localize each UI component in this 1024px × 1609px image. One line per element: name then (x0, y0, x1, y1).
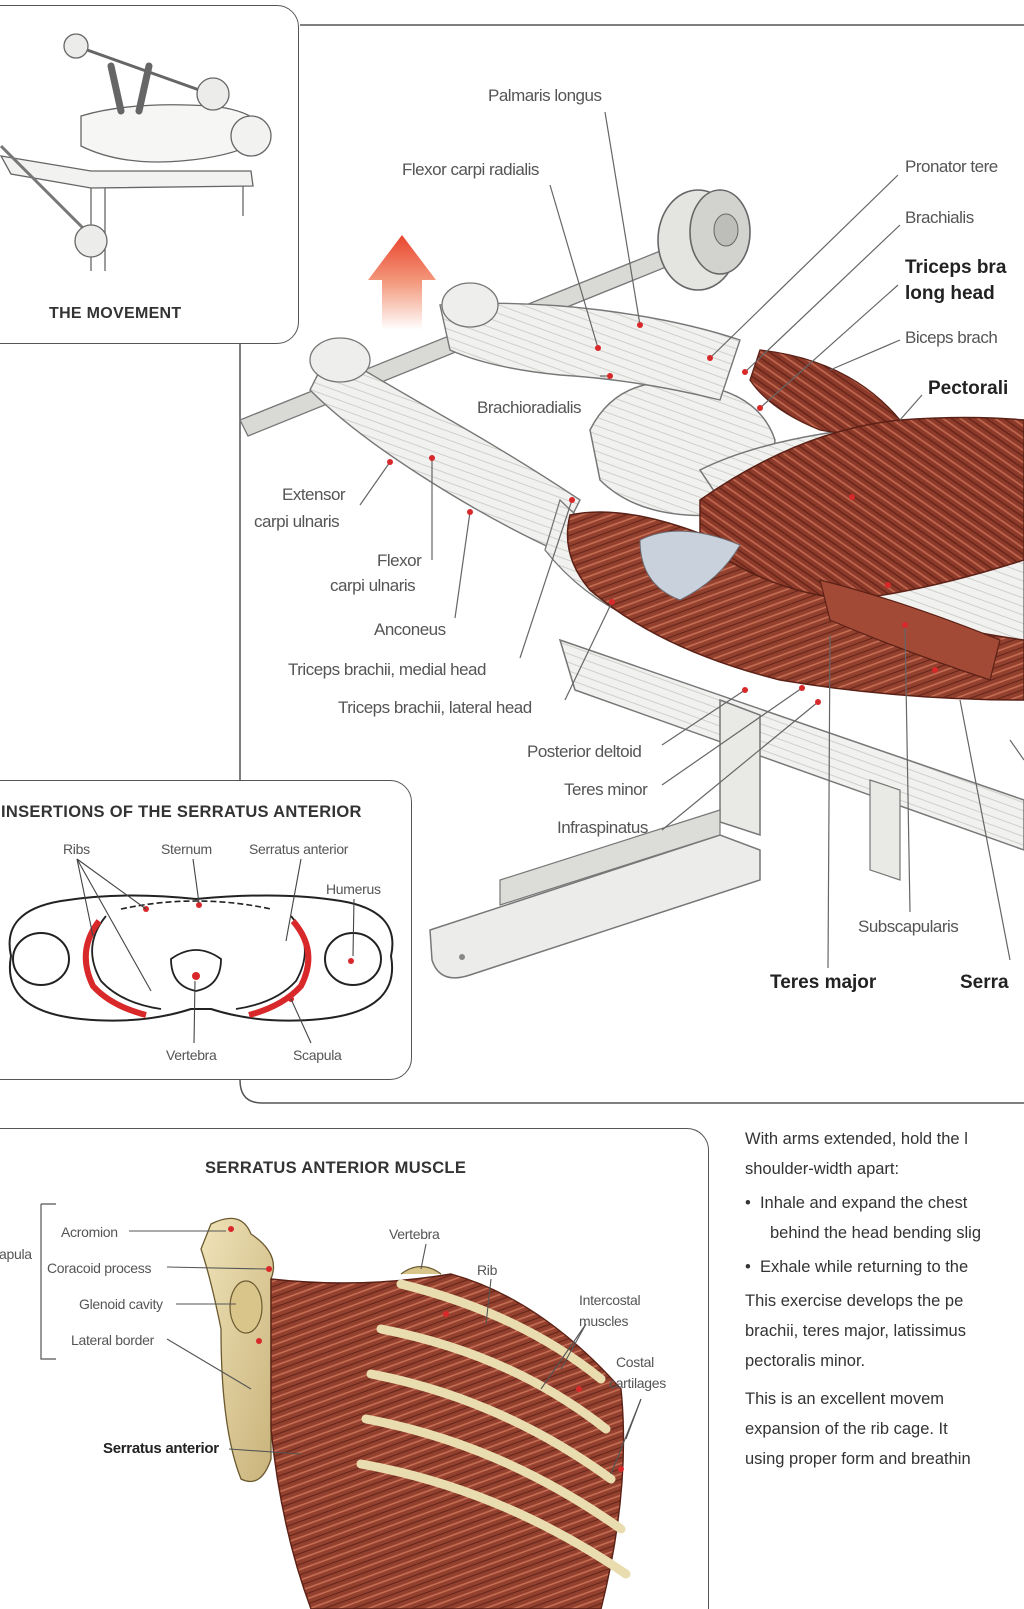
lift-arrow (368, 235, 436, 330)
desc-para2-1: This is an excellent movem (745, 1384, 1024, 1414)
label-flexor-carpi-radialis: Flexor carpi radialis (402, 160, 539, 180)
label-teres-major: Teres major (770, 972, 876, 994)
label-extensor-1: Extensor (282, 485, 345, 505)
desc-bullet2-1: • Exhale while returning to the (745, 1252, 1024, 1282)
bullet-icon: • (745, 1258, 760, 1276)
desc-para1-2: brachii, teres major, latissimus (745, 1316, 1024, 1346)
label-biceps-brachii: Biceps brach (905, 328, 997, 348)
sa-label-lateral-border: Lateral border (71, 1332, 154, 1348)
sa-label-coracoid: Coracoid process (47, 1260, 151, 1276)
label-infraspinatus: Infraspinatus (557, 818, 648, 838)
desc-para1-1: This exercise develops the pe (745, 1286, 1024, 1316)
desc-bullet1-1-text: Inhale and expand the chest (760, 1194, 967, 1212)
serratus-diagram (0, 1129, 708, 1609)
sa-label-costal-2: cartilages (609, 1375, 666, 1391)
label-posterior-deltoid: Posterior deltoid (527, 742, 641, 762)
bullet-icon: • (745, 1194, 760, 1212)
sa-label-costal-1: Costal (616, 1354, 654, 1370)
label-subscapularis: Subscapularis (858, 917, 958, 937)
label-flexor-ulnaris-1: Flexor (377, 551, 421, 571)
label-pectoralis: Pectorali (928, 378, 1008, 400)
movement-box: THE MOVEMENT (0, 5, 299, 344)
sa-label-apula: apula (0, 1246, 32, 1262)
label-triceps-long-head-2: long head (905, 283, 995, 305)
desc-bullet2-1-text: Exhale while returning to the (760, 1258, 968, 1276)
label-anconeus: Anconeus (374, 620, 446, 640)
label-teres-minor: Teres minor (564, 780, 647, 800)
label-triceps-medial: Triceps brachii, medial head (288, 660, 486, 680)
label-extensor-2: carpi ulnaris (254, 512, 339, 532)
sa-label-serratus-anterior: Serratus anterior (103, 1440, 219, 1457)
desc-para2-3: using proper form and breathin (745, 1444, 1024, 1474)
label-serratus: Serra (960, 972, 1009, 994)
label-palmaris-longus: Palmaris longus (488, 86, 601, 106)
sa-label-intercostal-1: Intercostal (579, 1292, 640, 1308)
sa-label-glenoid: Glenoid cavity (79, 1296, 163, 1312)
label-brachialis: Brachialis (905, 208, 974, 228)
sa-label-acromion: Acromion (61, 1224, 118, 1240)
sa-label-rib: Rib (477, 1262, 497, 1278)
desc-bullet1-2: behind the head bending slig (770, 1218, 1024, 1248)
label-flexor-ulnaris-2: carpi ulnaris (330, 576, 415, 596)
label-pronator-teres: Pronator tere (905, 157, 998, 177)
movement-sketch (0, 6, 298, 296)
desc-bullet1-1: • Inhale and expand the chest (745, 1188, 1024, 1218)
desc-para2-2: expansion of the rib cage. It (745, 1414, 1024, 1444)
desc-para1-3: pectoralis minor. (745, 1346, 1024, 1376)
serratus-box: SERRATUS ANTERIOR MUSCLE (0, 1128, 709, 1609)
sa-label-intercostal-2: muscles (579, 1313, 628, 1329)
sa-label-vertebra: Vertebra (389, 1226, 440, 1242)
label-triceps-lateral: Triceps brachii, lateral head (338, 698, 532, 718)
movement-title: THE MOVEMENT (49, 305, 182, 323)
desc-intro-1: With arms extended, hold the l (745, 1124, 1024, 1154)
insertions-diagram (0, 781, 411, 1079)
label-brachioradialis: Brachioradialis (477, 398, 581, 418)
insertions-box: INSERTIONS OF THE SERRATUS ANTERIOR Ribs… (0, 780, 412, 1080)
label-triceps-long-head-1: Triceps bra (905, 257, 1006, 279)
desc-intro-2: shoulder-width apart: (745, 1154, 1024, 1184)
